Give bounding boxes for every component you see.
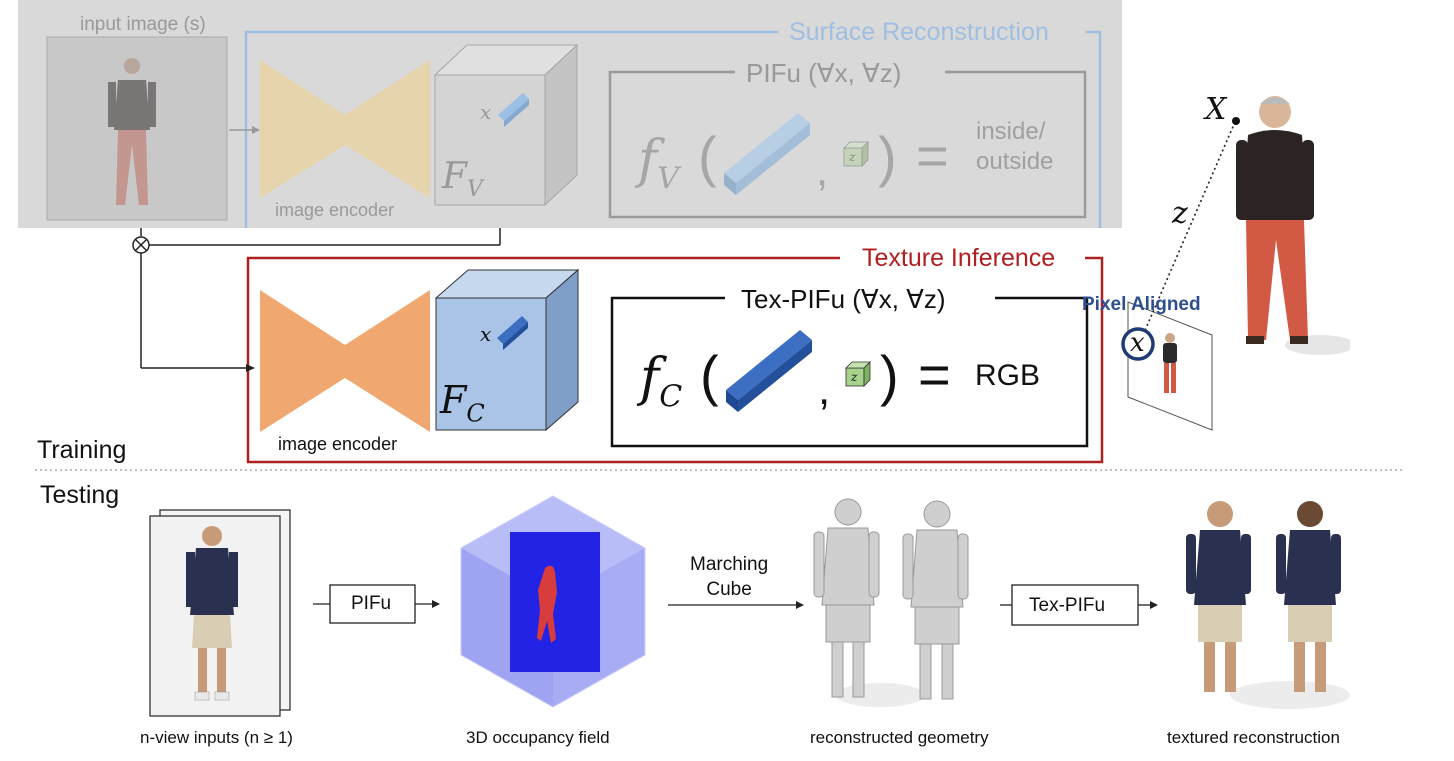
- caption-textured: textured reconstruction: [1167, 728, 1340, 747]
- marching-cube-label: Marching Cube: [690, 554, 769, 600]
- paren-close-top: ): [878, 125, 897, 188]
- pixel-aligned-label: Pixel Aligned: [1082, 294, 1201, 315]
- pixel-aligned-circle: [1121, 327, 1155, 361]
- texpifu-title: Tex-PIFu (∀x, ∀z): [735, 284, 952, 315]
- training-section-label: Training: [37, 436, 127, 464]
- output-inside-outside: inside/ outside: [976, 118, 1054, 175]
- x-var-bottom: x: [480, 322, 492, 346]
- training-person-image: [1236, 96, 1350, 355]
- feature-fv-label: FV: [442, 156, 483, 203]
- circle-x-label: x: [1130, 328, 1145, 358]
- formula-fv: fV: [638, 130, 679, 197]
- input-image-label: input image (s): [80, 14, 206, 35]
- projected-person-image: [1163, 333, 1177, 393]
- paren-open-top: (: [698, 125, 717, 188]
- caption-occupancy: 3D occupancy field: [466, 728, 610, 747]
- pifu-button: PIFu: [351, 593, 392, 614]
- pifu-title: PIFu (∀x, ∀z): [740, 58, 908, 89]
- surface-reconstruction-panel: input image (s) Surface Reconstruction i…: [18, 0, 1122, 228]
- depth-z-label: z: [1172, 196, 1188, 231]
- surface-reconstruction-title: Surface Reconstruction: [785, 18, 1053, 47]
- z-var-top: z: [849, 150, 856, 164]
- texpifu-button: Tex-PIFu: [1029, 595, 1106, 616]
- paren-close-bottom: ): [880, 344, 899, 407]
- output-rgb: RGB: [975, 359, 1041, 392]
- z-var-bottom: z: [851, 370, 858, 384]
- point-x-label: X: [1205, 92, 1227, 127]
- formula-fc: fC: [640, 348, 683, 415]
- texture-inference-title: Texture Inference: [858, 244, 1060, 273]
- image-encoder-bottom-label: image encoder: [278, 434, 398, 454]
- caption-inputs: n-view inputs (n ≥ 1): [140, 728, 293, 747]
- testing-section-label: Testing: [40, 481, 120, 509]
- caption-geometry: reconstructed geometry: [810, 728, 989, 747]
- equals-bottom: =: [918, 343, 951, 406]
- testing-pipeline: [149, 495, 1350, 717]
- feature-fc-label: FC: [440, 378, 485, 428]
- equals-top: =: [916, 124, 949, 187]
- image-encoder-top-label: image encoder: [275, 200, 395, 220]
- comma-bottom: ,: [818, 365, 831, 414]
- x-var-top: x: [480, 100, 492, 124]
- paren-open-bottom: (: [700, 344, 719, 407]
- comma-top: ,: [816, 146, 829, 195]
